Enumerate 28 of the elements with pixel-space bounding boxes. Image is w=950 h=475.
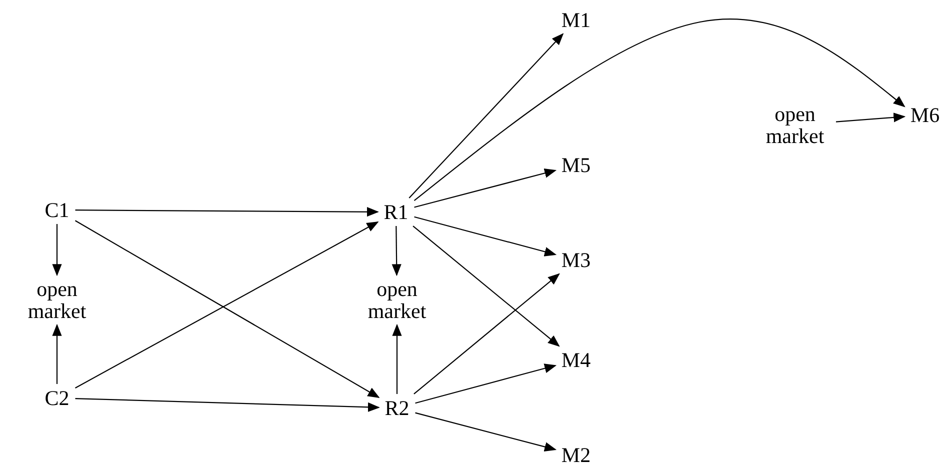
node-label: open market xyxy=(22,278,92,322)
arrow xyxy=(414,18,906,202)
arrow xyxy=(414,216,557,256)
node-label: R1 xyxy=(384,200,408,224)
node-label: C2 xyxy=(44,386,70,410)
node-label: M6 xyxy=(910,104,940,126)
arrow xyxy=(415,412,557,452)
arrow xyxy=(414,168,557,208)
arrow xyxy=(52,324,62,384)
node-label: M5 xyxy=(561,154,591,176)
arrow xyxy=(414,273,560,394)
node-label: M1 xyxy=(561,8,591,32)
node-label: open market xyxy=(760,102,830,148)
node-label: R2 xyxy=(384,396,410,420)
node-label: open market xyxy=(362,278,432,322)
arrow xyxy=(52,224,62,276)
node-label: M4 xyxy=(561,348,591,372)
node-label: M2 xyxy=(561,444,591,466)
arrow xyxy=(408,33,564,198)
arrow xyxy=(75,398,380,412)
arrow xyxy=(836,112,906,122)
arrow xyxy=(412,226,560,347)
arrow xyxy=(415,364,557,404)
arrow xyxy=(75,207,379,217)
arrow xyxy=(392,226,402,276)
arrow xyxy=(392,324,402,394)
node-label: C1 xyxy=(44,198,70,222)
node-label: M3 xyxy=(561,248,591,272)
